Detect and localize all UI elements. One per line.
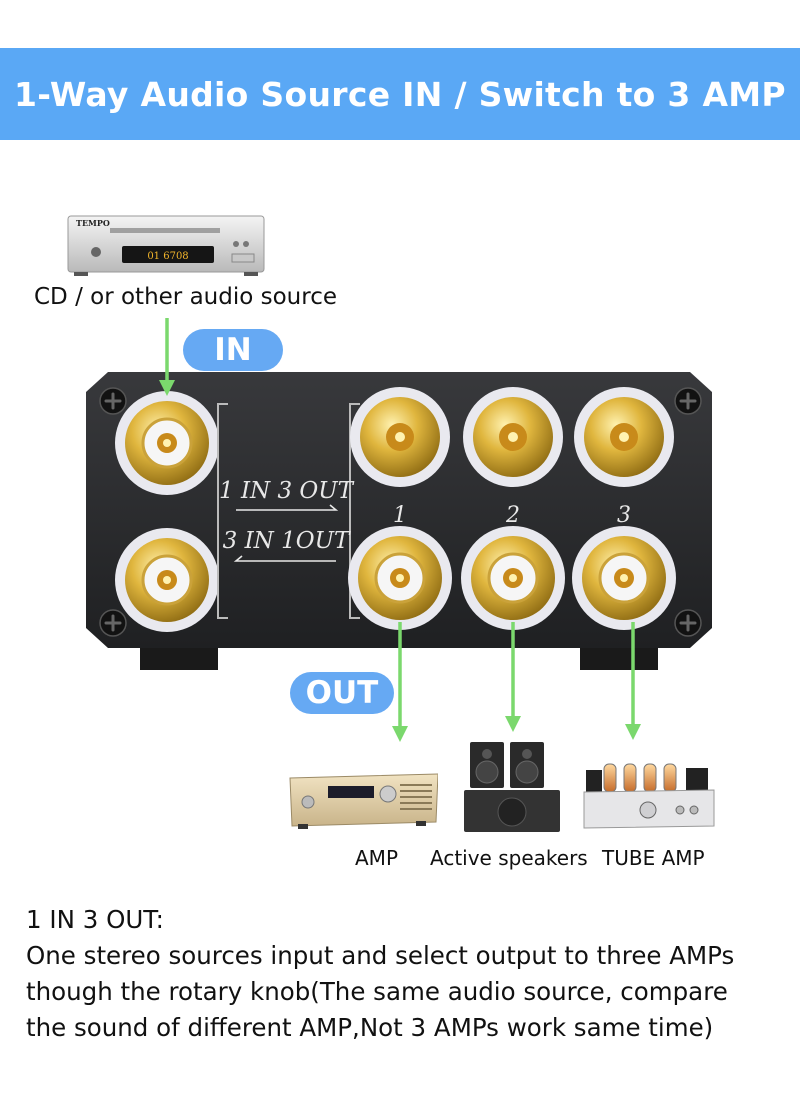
cd-brand-text: TEMPO xyxy=(76,218,110,228)
rca-jack-output-1-top xyxy=(350,387,450,487)
mode-arrow-top xyxy=(236,504,339,511)
rca-jack-output-3-top xyxy=(574,387,674,487)
mode-label-bottom: 3 IN 1OUT xyxy=(223,528,351,554)
source-label: CD / or other audio source xyxy=(34,284,337,310)
amp-image xyxy=(289,773,438,829)
port-number-3: 3 xyxy=(617,503,631,528)
banner-title: 1-Way Audio Source IN / Switch to 3 AMP xyxy=(14,74,786,114)
rca-jack-input-right xyxy=(115,528,219,632)
device-label-amp: AMP xyxy=(355,846,398,870)
description-heading: 1 IN 3 OUT: xyxy=(26,905,164,934)
rca-jack-input-left xyxy=(115,391,219,495)
description-block: 1 IN 3 OUT: One stereo sources input and… xyxy=(26,902,796,1046)
active-speakers-image xyxy=(464,742,560,832)
mode-arrow-bottom xyxy=(233,555,336,562)
rca-jack-output-2-top xyxy=(463,387,563,487)
rca-jack-output-1-bottom xyxy=(348,526,452,630)
device-label-tube-amp: TUBE AMP xyxy=(602,846,705,870)
bracket-right xyxy=(349,403,360,619)
mode-label-top: 1 IN 3 OUT xyxy=(219,478,355,504)
rca-jack-output-2-bottom xyxy=(461,526,565,630)
description-line: One stereo sources input and select outp… xyxy=(26,941,735,970)
bracket-left xyxy=(217,403,228,619)
switch-box-diagram: 1 IN 3 OUT 3 IN 1OUT 1 2 3 xyxy=(86,372,712,670)
out-badge: OUT xyxy=(290,672,394,714)
port-number-1: 1 xyxy=(393,503,407,528)
cd-display-text: 01 6708 xyxy=(147,251,188,262)
header-banner: 1-Way Audio Source IN / Switch to 3 AMP xyxy=(0,48,800,140)
device-label-active-speakers: Active speakers xyxy=(430,846,588,870)
cd-player-image: 01 6708 TEMPO xyxy=(67,215,265,276)
description-line: though the rotary knob(The same audio so… xyxy=(26,977,728,1006)
tube-amp-image xyxy=(583,763,715,829)
port-number-2: 2 xyxy=(505,503,520,528)
in-badge: IN xyxy=(183,329,283,371)
rca-jack-output-3-bottom xyxy=(572,526,676,630)
description-line: the sound of different AMP,Not 3 AMPs wo… xyxy=(26,1013,714,1042)
